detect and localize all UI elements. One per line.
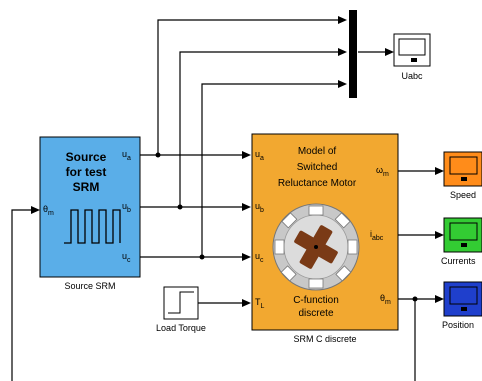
arrowhead [435, 231, 444, 239]
junction-dot [412, 296, 418, 302]
port-main: u [122, 251, 128, 261]
line-ua-to-mux[interactable] [157, 19, 340, 155]
pulse-waveform-icon [64, 209, 121, 244]
line-uc-to-mux[interactable] [201, 83, 340, 257]
port-sub: L [260, 302, 265, 310]
arrowhead [31, 206, 40, 214]
arrowhead [338, 16, 347, 24]
port-sub: b [260, 206, 264, 214]
arrowhead [242, 253, 251, 261]
motor-out-port-omega: ωm [376, 166, 389, 179]
motor-title-line: Model of [297, 146, 337, 157]
port-sub: abc [372, 234, 384, 242]
mux-block[interactable] [349, 10, 357, 98]
motor-in-port-ua: ua [255, 150, 264, 163]
scope-uabc-caption: Uabc [401, 71, 423, 81]
step-icon [168, 291, 194, 314]
source-out-port-ua: ua [122, 150, 131, 163]
port-sub: a [127, 154, 131, 162]
motor-in-port-ub: ub [255, 202, 264, 215]
source-title-line: for test [65, 165, 107, 179]
arrowhead [435, 167, 444, 175]
line-ub-to-mux[interactable] [179, 51, 340, 207]
signal-lines [11, 19, 438, 381]
arrowhead [385, 48, 394, 56]
motor-in-port-uc: uc [255, 252, 264, 265]
source-title: Source for test SRM [48, 150, 124, 195]
port-main: ω [376, 165, 384, 175]
port-main: T [255, 297, 261, 307]
motor-footer-line: C-function [293, 295, 339, 306]
port-sub: c [127, 256, 131, 264]
source-out-port-ub: ub [122, 202, 131, 215]
motor-title-line: Reluctance Motor [277, 178, 357, 189]
junction-dots [155, 152, 418, 302]
port-sub: c [260, 256, 264, 264]
motor-footer-line: discrete [298, 308, 334, 319]
port-main: u [255, 201, 261, 211]
motor-cross-section-icon [272, 203, 360, 291]
scope-knob [461, 177, 467, 181]
source-title-line: SRM [72, 180, 100, 194]
port-sub: m [383, 170, 389, 178]
motor-out-port-theta: θm [380, 294, 391, 307]
scope-screen [449, 222, 478, 241]
junction-dot [199, 254, 205, 260]
port-main: u [122, 149, 128, 159]
motor-title: Model of Switched Reluctance Motor [262, 144, 372, 192]
source-caption: Source SRM [64, 281, 116, 291]
motor-out-port-iabc: iabc [370, 230, 383, 243]
scope-knob [461, 243, 467, 247]
port-main: u [255, 149, 261, 159]
source-in-port-theta: θm [43, 205, 54, 218]
arrowhead [338, 80, 347, 88]
scope-screen [398, 38, 426, 56]
scope-screen [449, 156, 478, 175]
motor-caption: SRM C discrete [293, 334, 357, 344]
scope-position-caption: Position [442, 320, 475, 330]
arrowhead [242, 151, 251, 159]
port-sub: a [260, 154, 264, 162]
port-main: i [370, 229, 372, 239]
port-sub: m [385, 298, 391, 306]
arrowhead [435, 295, 444, 303]
port-main: u [255, 251, 261, 261]
arrowhead [242, 299, 251, 307]
load-torque-caption: Load Torque [156, 323, 206, 333]
motor-footer: C-function discrete [266, 294, 366, 320]
port-main: θ [380, 293, 386, 303]
port-main: θ [43, 204, 49, 214]
port-sub: m [48, 209, 54, 217]
source-out-port-uc: uc [122, 252, 131, 265]
junction-dot [155, 152, 161, 158]
scope-currents-caption: Currents [441, 256, 476, 266]
junction-dot [177, 204, 183, 210]
motor-title-line: Switched [296, 162, 338, 173]
source-title-line: Source [65, 150, 107, 164]
scope-speed-caption: Speed [449, 190, 477, 200]
port-main: u [122, 201, 128, 211]
arrowhead [338, 48, 347, 56]
line-theta-in[interactable] [11, 209, 34, 381]
scope-knob [411, 58, 417, 62]
arrowhead [242, 203, 251, 211]
scope-knob [461, 307, 467, 311]
source-block[interactable] [39, 136, 141, 278]
arrowheads [31, 16, 444, 307]
scope-screen [449, 286, 478, 305]
motor-in-port-tl: TL [255, 298, 264, 311]
port-sub: b [127, 206, 131, 214]
